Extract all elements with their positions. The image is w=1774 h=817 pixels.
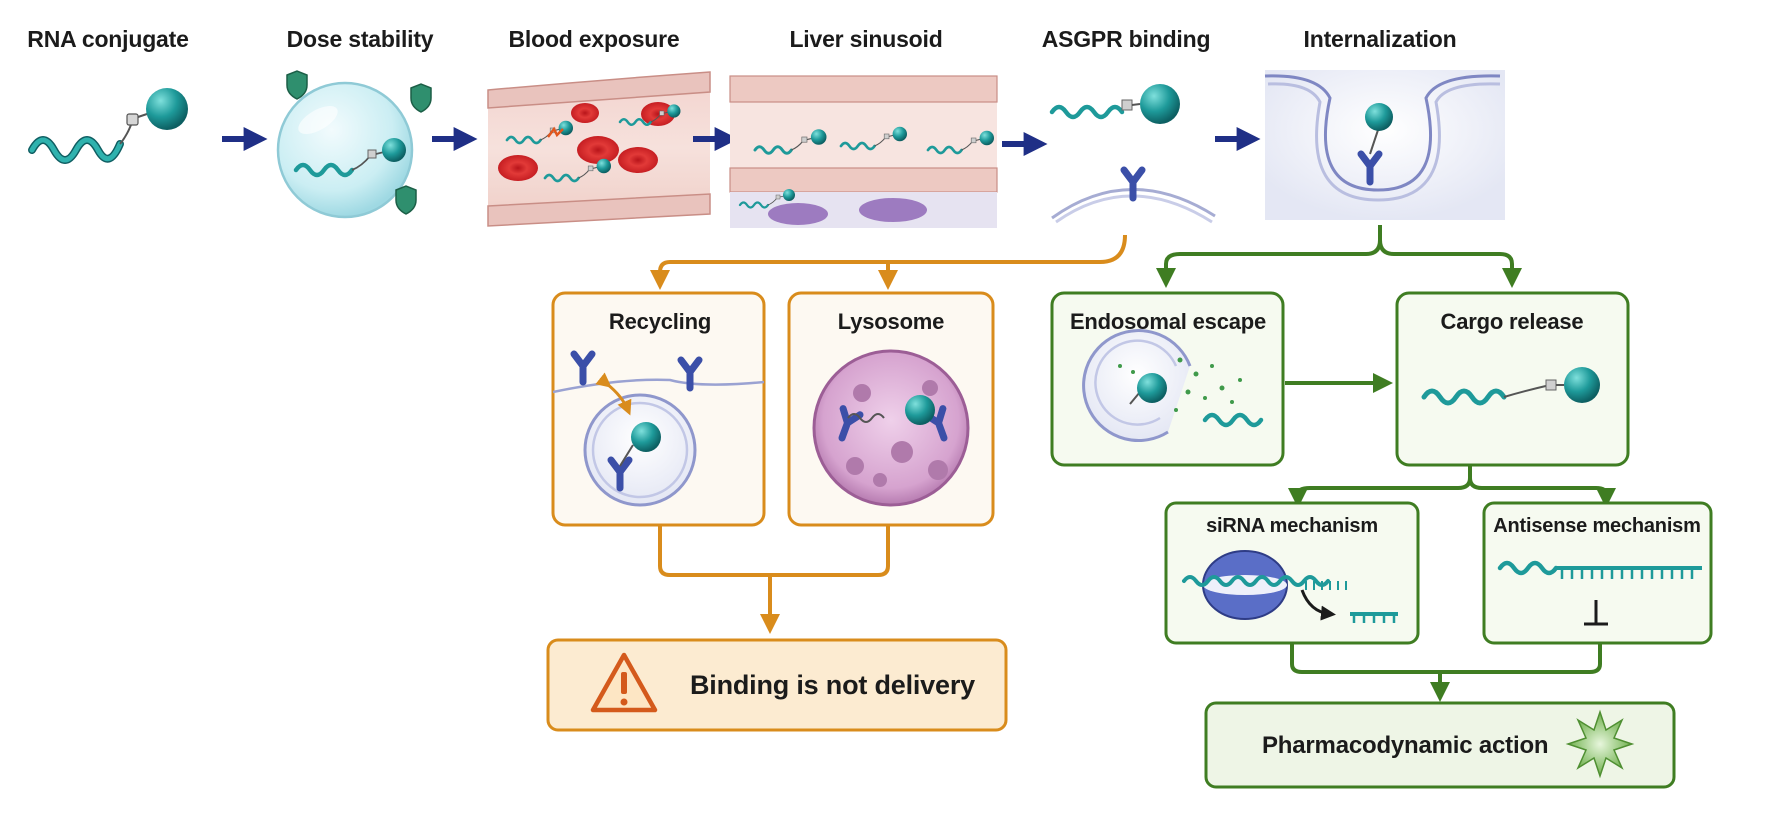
inhibition-icon [1584, 600, 1608, 626]
stage-label-dose-stability: Dose stability [286, 26, 434, 52]
sirna-mechanism-label: siRNA mechanism [1206, 515, 1378, 537]
pharmacodynamic-box [1204, 701, 1676, 789]
stage-label-blood-exposure: Blood exposure [508, 26, 680, 52]
blood-exposure-illustration [487, 71, 711, 227]
sirna-mechanism-box [1164, 501, 1420, 645]
shield-icon [410, 83, 432, 113]
shield-icon [395, 185, 417, 215]
stage-label-internalization: Internalization [1303, 26, 1457, 52]
mechanism-branch-connector [1288, 465, 1472, 508]
mechanism-branch-connector [1468, 477, 1616, 508]
rna-conjugate-illustration [28, 88, 188, 164]
failure-merge-connector [658, 525, 890, 618]
warning-box [546, 638, 1008, 732]
stage-label-liver-sinusoid: Liver sinusoid [789, 26, 943, 52]
lysosome-label: Lysosome [837, 309, 945, 334]
recycling-label: Recycling [608, 309, 712, 334]
stage-label-asgpr-binding: ASGPR binding [1041, 26, 1211, 52]
cargo-release-box [1395, 291, 1630, 467]
asgpr-binding-illustration [1049, 84, 1216, 224]
dose-stability-illustration [276, 70, 432, 219]
starburst-icon [1565, 709, 1635, 779]
pharmacodynamic-label: Pharmacodynamic action [1262, 732, 1549, 759]
antisense-mechanism-box [1482, 501, 1713, 645]
success-branch-connector [1156, 225, 1382, 288]
endosomal-escape-box [1050, 291, 1285, 467]
recycling-box [551, 291, 766, 527]
liver-sinusoid-illustration [729, 75, 998, 228]
internalization-illustration [1264, 70, 1505, 220]
antisense-mechanism-label: Antisense mechanism [1493, 515, 1701, 537]
pd-merge-connector [1290, 643, 1602, 674]
warning-label: Binding is not delivery [690, 670, 975, 700]
shield-icon [286, 70, 308, 100]
failure-branch-connector [650, 234, 1127, 290]
warning-icon [590, 652, 658, 713]
cargo-release-label: Cargo release [1440, 309, 1584, 334]
lysosome-box [787, 291, 995, 527]
success-branch-connector [1378, 239, 1522, 288]
stage-label-rna-conjugate: RNA conjugate [27, 26, 189, 52]
endosomal-escape-label: Endosomal escape [1069, 309, 1267, 334]
